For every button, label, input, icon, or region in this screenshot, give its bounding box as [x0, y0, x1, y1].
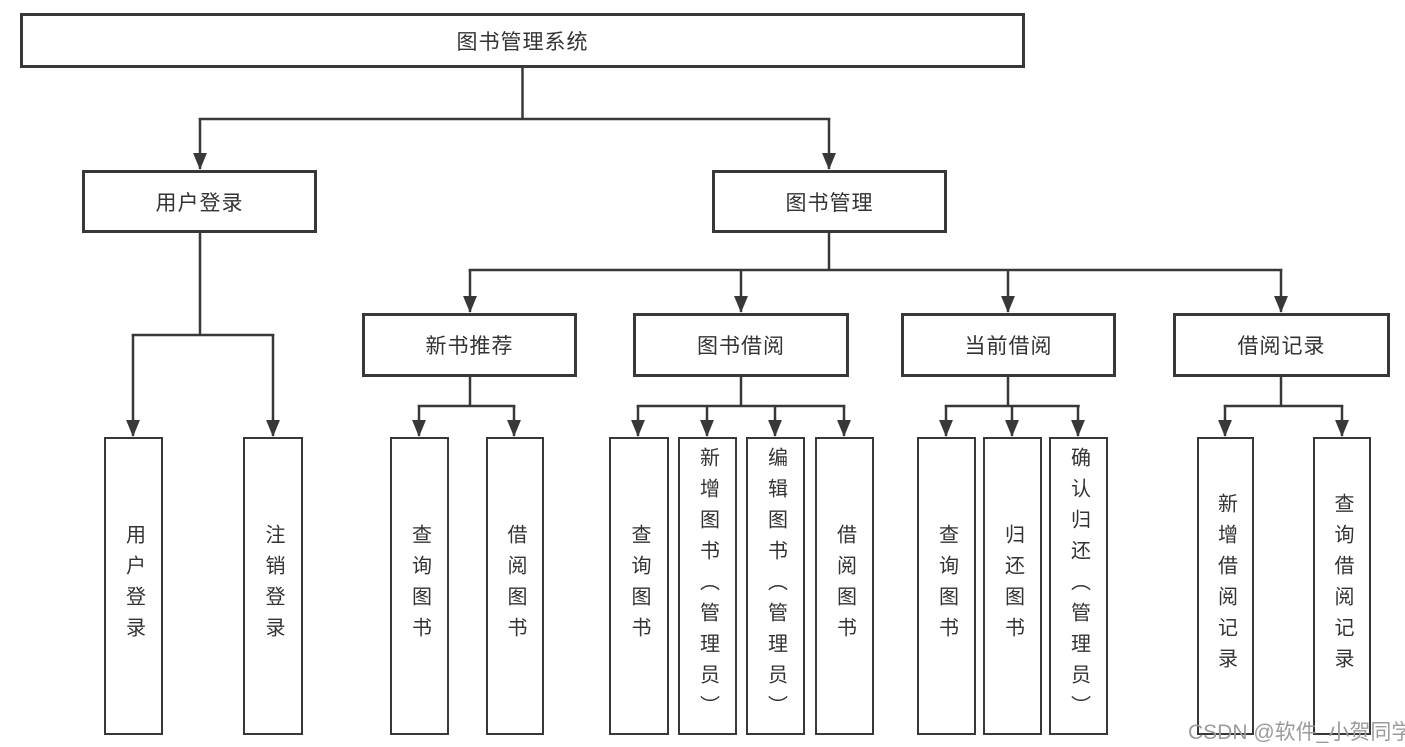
node-user-login: 用户登录 [82, 170, 317, 233]
leaf-edit-books-admin-label: 编辑图书（管理员） [764, 446, 787, 726]
leaf-query-borrow-record: 查询借阅记录 [1313, 437, 1371, 735]
node-borrow-records: 借阅记录 [1173, 313, 1390, 377]
leaf-query-books-recommend: 查询图书 [390, 437, 449, 735]
leaf-add-books-admin: 新增图书（管理员） [678, 437, 737, 735]
leaf-query-books-recommend-label: 查询图书 [408, 524, 431, 648]
leaf-borrow-books-recommend: 借阅图书 [486, 437, 544, 735]
node-new-book-recommend: 新书推荐 [362, 313, 577, 377]
node-book-borrow-label: 图书借阅 [697, 335, 785, 358]
node-user-login-label: 用户登录 [155, 191, 244, 215]
leaf-user-login-label: 用户登录 [122, 524, 145, 648]
leaf-add-borrow-record: 新增借阅记录 [1197, 437, 1254, 735]
node-current-borrow-label: 当前借阅 [964, 335, 1053, 358]
leaf-add-books-admin-label: 新增图书（管理员） [696, 446, 719, 726]
node-book-management: 图书管理 [712, 170, 947, 233]
leaf-borrow-books: 借阅图书 [815, 437, 874, 735]
node-book-management-label: 图书管理 [785, 191, 874, 215]
leaf-query-books-borrow-label: 查询图书 [628, 524, 650, 648]
leaf-return-books-label: 归还图书 [1001, 524, 1024, 648]
leaf-add-borrow-record-label: 新增借阅记录 [1214, 493, 1237, 679]
node-root-label: 图书管理系统 [456, 30, 589, 54]
leaf-borrow-books-recommend-label: 借阅图书 [504, 524, 526, 648]
node-new-book-recommend-label: 新书推荐 [425, 335, 514, 358]
node-borrow-records-label: 借阅记录 [1237, 335, 1326, 358]
leaf-borrow-books-label: 借阅图书 [833, 524, 856, 648]
leaf-confirm-return-admin: 确认归还（管理员） [1049, 437, 1108, 735]
node-root-system: 图书管理系统 [20, 13, 1025, 68]
leaf-user-login: 用户登录 [104, 437, 163, 735]
leaf-query-books-borrow: 查询图书 [609, 437, 669, 735]
leaf-query-books-current: 查询图书 [917, 437, 976, 735]
node-current-borrow: 当前借阅 [901, 313, 1116, 377]
leaf-query-books-current-label: 查询图书 [935, 524, 958, 648]
leaf-logout-login-label: 注销登录 [262, 524, 284, 648]
leaf-edit-books-admin: 编辑图书（管理员） [746, 437, 805, 735]
leaf-return-books: 归还图书 [983, 437, 1042, 735]
leaf-confirm-return-admin-label: 确认归还（管理员） [1067, 446, 1090, 726]
leaf-logout-login: 注销登录 [243, 437, 303, 735]
watermark-text: CSDN @软件_小贺同学 [1188, 721, 1405, 744]
leaf-query-borrow-record-label: 查询借阅记录 [1331, 493, 1353, 679]
node-book-borrow: 图书借阅 [633, 313, 849, 377]
